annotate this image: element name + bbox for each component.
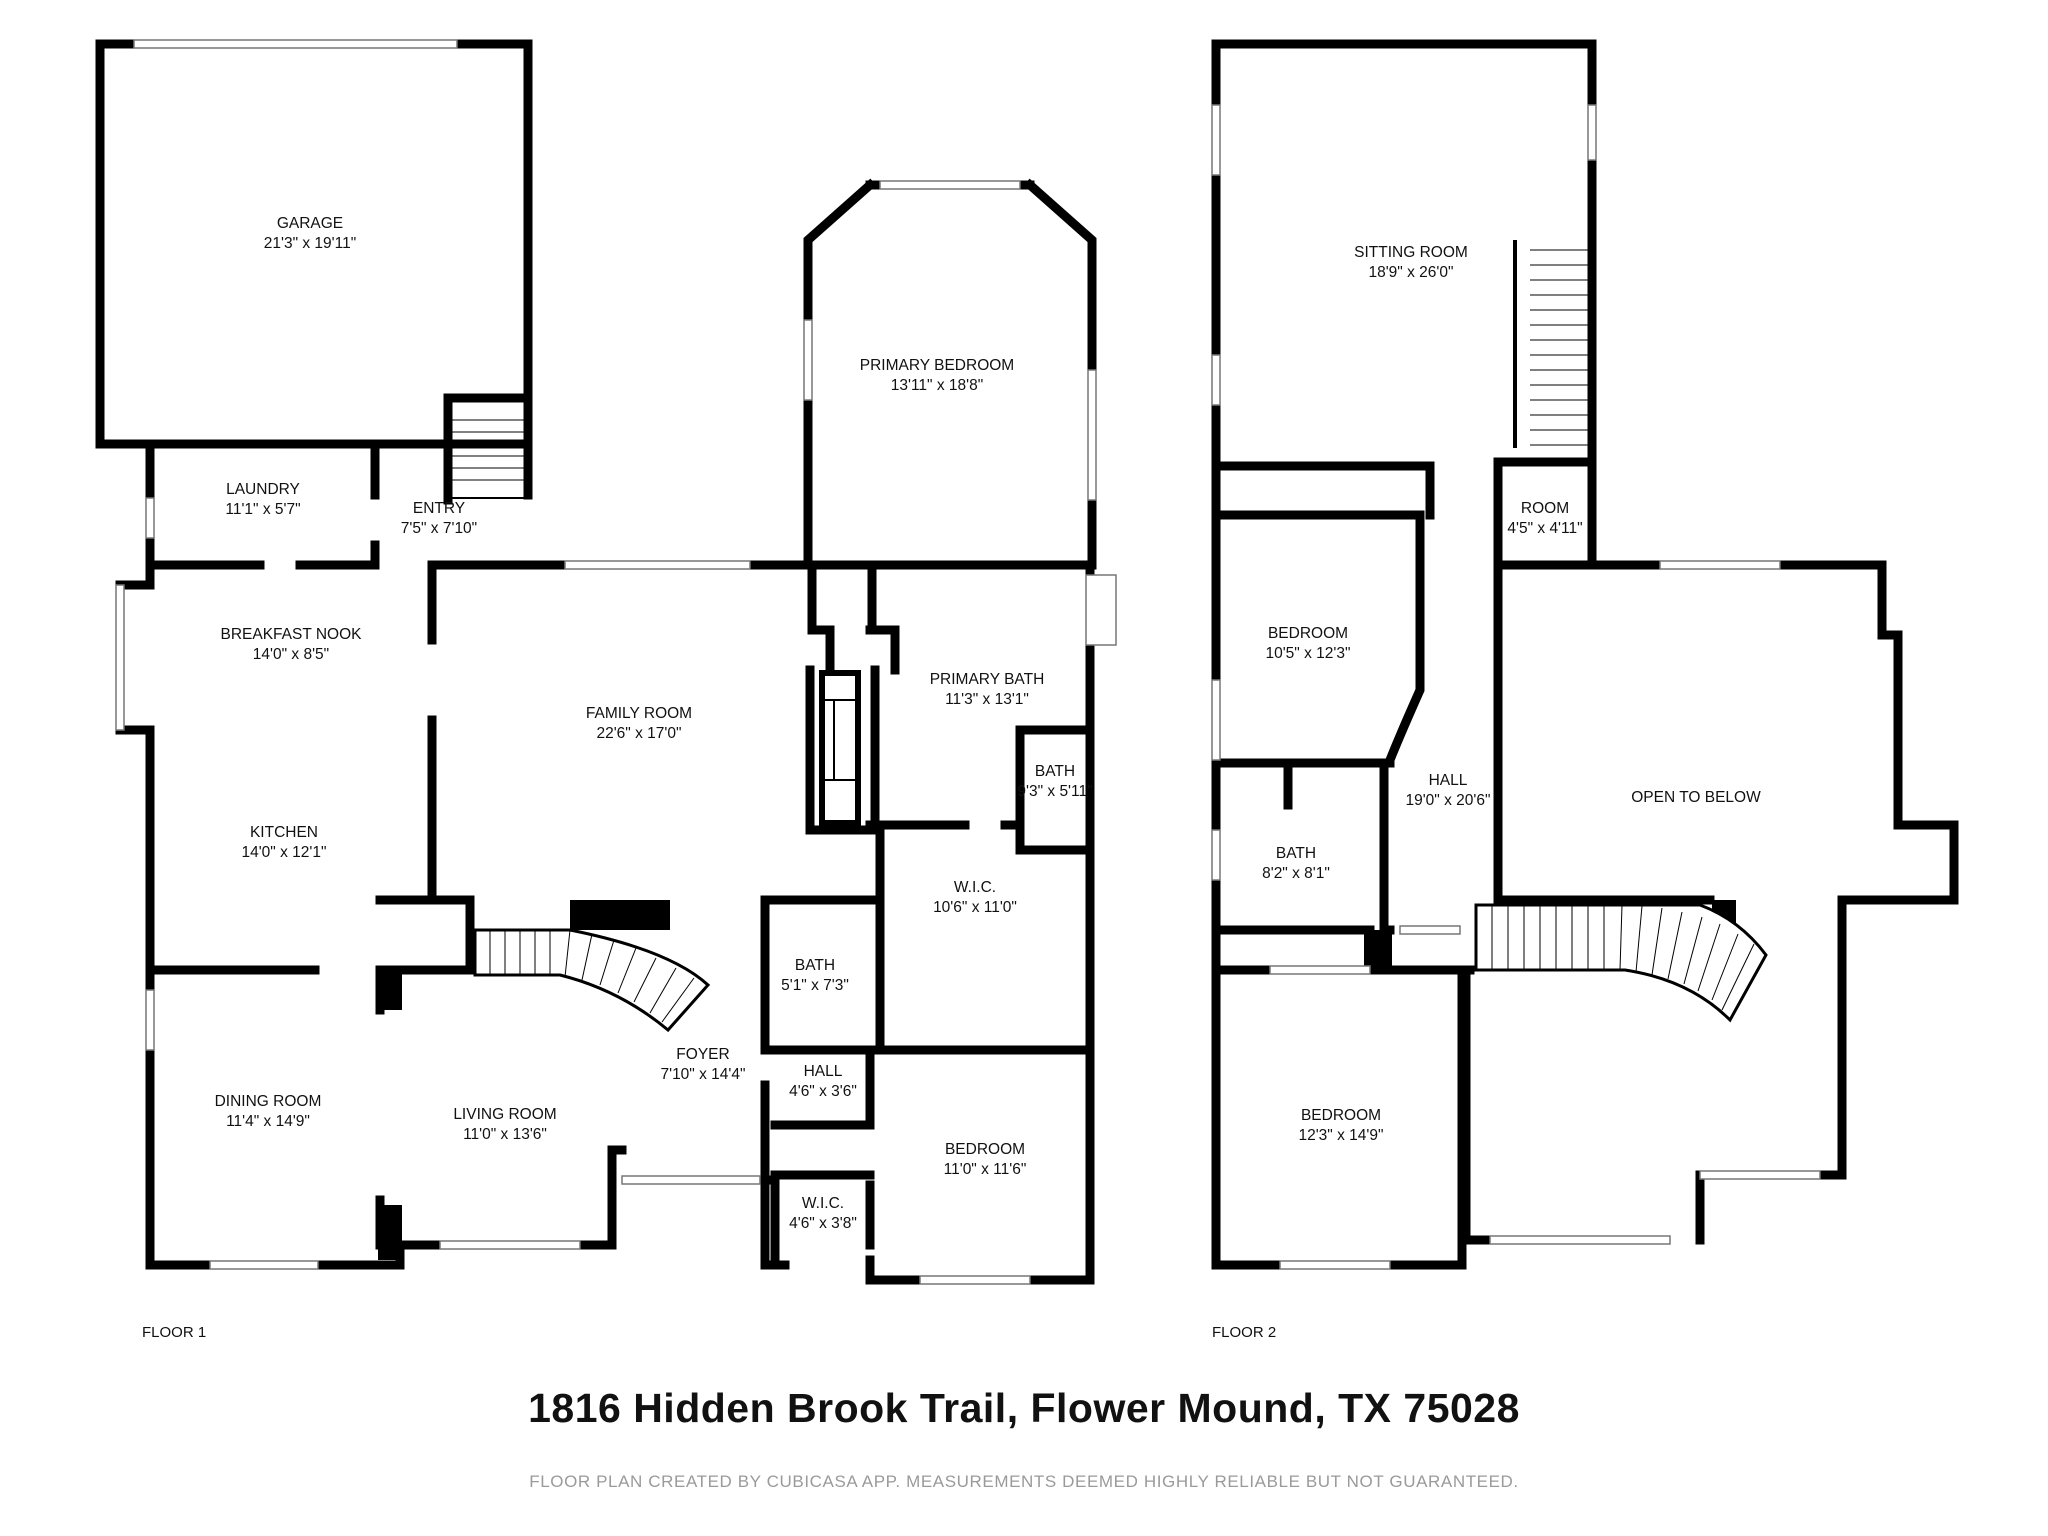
room-name-hall-floor2: HALL xyxy=(1429,772,1468,789)
room-name-breakfast-nook: BREAKFAST NOOK xyxy=(221,626,363,643)
room-size-wic-small: 4'6" x 3'8" xyxy=(789,1215,857,1232)
room-size-living-room: 11'0" x 13'6" xyxy=(463,1126,547,1143)
floor-2-label: FLOOR 2 xyxy=(1212,1324,1276,1341)
room-name-bath-floor2: BATH xyxy=(1276,845,1316,862)
room-name-bedroom-south: BEDROOM xyxy=(1301,1107,1381,1124)
room-name-family-room: FAMILY ROOM xyxy=(586,705,692,722)
room-size-wic-primary: 10'6" x 11'0" xyxy=(933,899,1017,916)
room-name-dining-room: DINING ROOM xyxy=(215,1093,322,1110)
room-size-dining-room: 11'4" x 14'9" xyxy=(226,1113,310,1130)
room-name-wic-small: W.I.C. xyxy=(802,1195,844,1212)
room-size-primary-bedroom: 13'11" x 18'8" xyxy=(891,377,983,394)
svg-text:W.I.C.10'6" x 11'0": W.I.C. 10'6" x 11'0" xyxy=(933,879,1017,916)
room-name-primary-bedroom: PRIMARY BEDROOM xyxy=(860,357,1014,374)
floor-1-windows xyxy=(115,39,1117,1285)
room-name-bedroom-floor1: BEDROOM xyxy=(945,1141,1025,1158)
room-size-bath-floor2: 8'2" x 8'1" xyxy=(1262,865,1330,882)
bedroom-bath-south-walls xyxy=(1215,965,1615,1270)
room-size-kitchen: 14'0" x 12'1" xyxy=(241,844,326,861)
svg-text:W.I.C.4'6" x 3'8": W.I.C. 4'6" x 3'8" xyxy=(789,1195,857,1232)
room-size-hall-floor2: 19'0" x 20'6" xyxy=(1405,792,1490,809)
floor-labels: FLOOR 1 FLOOR 2 xyxy=(142,1324,1276,1341)
room-name-wic-primary: W.I.C. xyxy=(954,879,996,896)
room-name-sitting-room: SITTING ROOM xyxy=(1354,244,1468,261)
room-name-bedroom-north: BEDROOM xyxy=(1268,625,1348,642)
svg-text:OPEN TO BELOW: OPEN TO BELOW xyxy=(1631,789,1761,806)
bedroom-hall-walls xyxy=(1215,510,1503,935)
room-size-family-room: 22'6" x 17'0" xyxy=(596,725,681,742)
family-room-walls xyxy=(427,560,1095,1285)
fireplace xyxy=(819,670,861,826)
room-name-living-room: LIVING ROOM xyxy=(453,1106,556,1123)
room-name-room: ROOM xyxy=(1521,500,1569,517)
floor-1-stairs xyxy=(449,397,711,1033)
floor-2-stairs xyxy=(1474,240,1768,1023)
room-size-bedroom-floor1: 11'0" x 11'6" xyxy=(944,1161,1027,1178)
room-size-primary-bath: 11'3" x 13'1" xyxy=(945,691,1029,708)
room-size-laundry: 11'1" x 5'7" xyxy=(225,501,300,518)
bath-hall-wic-walls xyxy=(760,895,880,1270)
property-address: 1816 Hidden Brook Trail, Flower Mound, T… xyxy=(528,1385,1520,1431)
laundry-entry-walls xyxy=(145,393,533,570)
disclaimer-text: FLOOR PLAN CREATED BY CUBICASA APP. MEAS… xyxy=(529,1472,1519,1491)
room-name-hall: HALL xyxy=(804,1063,843,1080)
room-size-breakfast-nook: 14'0" x 8'5" xyxy=(253,646,329,663)
west-walls xyxy=(115,560,475,1270)
room-name-entry: ENTRY xyxy=(413,500,465,517)
open-to-below-walls xyxy=(1461,560,1959,1245)
room-size-garage: 21'3" x 19'11" xyxy=(264,235,356,252)
room-size-bedroom-south: 12'3" x 14'9" xyxy=(1298,1127,1383,1144)
room-name-foyer: FOYER xyxy=(676,1046,729,1063)
room-size-entry: 7'5" x 7'10" xyxy=(401,520,477,537)
room-size-bath-hall: 5'1" x 7'3" xyxy=(781,977,849,994)
room-name-garage: GARAGE xyxy=(277,215,343,232)
sitting-room-walls xyxy=(1211,39,1597,1270)
room-name-kitchen: KITCHEN xyxy=(250,824,318,841)
room-size-bath-small: 9'3" x 5'11" xyxy=(1017,783,1092,800)
room-size-bedroom-north: 10'5" x 12'3" xyxy=(1265,645,1350,662)
room-name-laundry: LAUNDRY xyxy=(226,481,300,498)
floor-2-windows xyxy=(1211,104,1821,1270)
room-name-primary-bath: PRIMARY BATH xyxy=(930,671,1045,688)
room-name-bath-small: BATH xyxy=(1035,763,1075,780)
room-name-open-to-below: OPEN TO BELOW xyxy=(1631,789,1761,806)
floor-1-label: FLOOR 1 xyxy=(142,1324,206,1341)
floor-2-room-labels: SITTING ROOM 18'9" x 26'0" ROOM 4'5" x 4'1… xyxy=(1262,244,1761,1144)
room-size-hall: 4'6" x 3'6" xyxy=(789,1083,857,1100)
room-name-bath-hall: BATH xyxy=(795,957,835,974)
room-size-foyer: 7'10" x 14'4" xyxy=(660,1066,745,1083)
room-size-room: 4'5" x 4'11" xyxy=(1507,520,1582,537)
floor-1-room-labels: GARAGE 21'3" x 19'11" LAUNDRY 11'1" x 5'7"… xyxy=(215,215,1093,1232)
primary-bedroom-walls xyxy=(803,178,1097,570)
room-size-sitting-room: 18'9" x 26'0" xyxy=(1368,264,1453,281)
